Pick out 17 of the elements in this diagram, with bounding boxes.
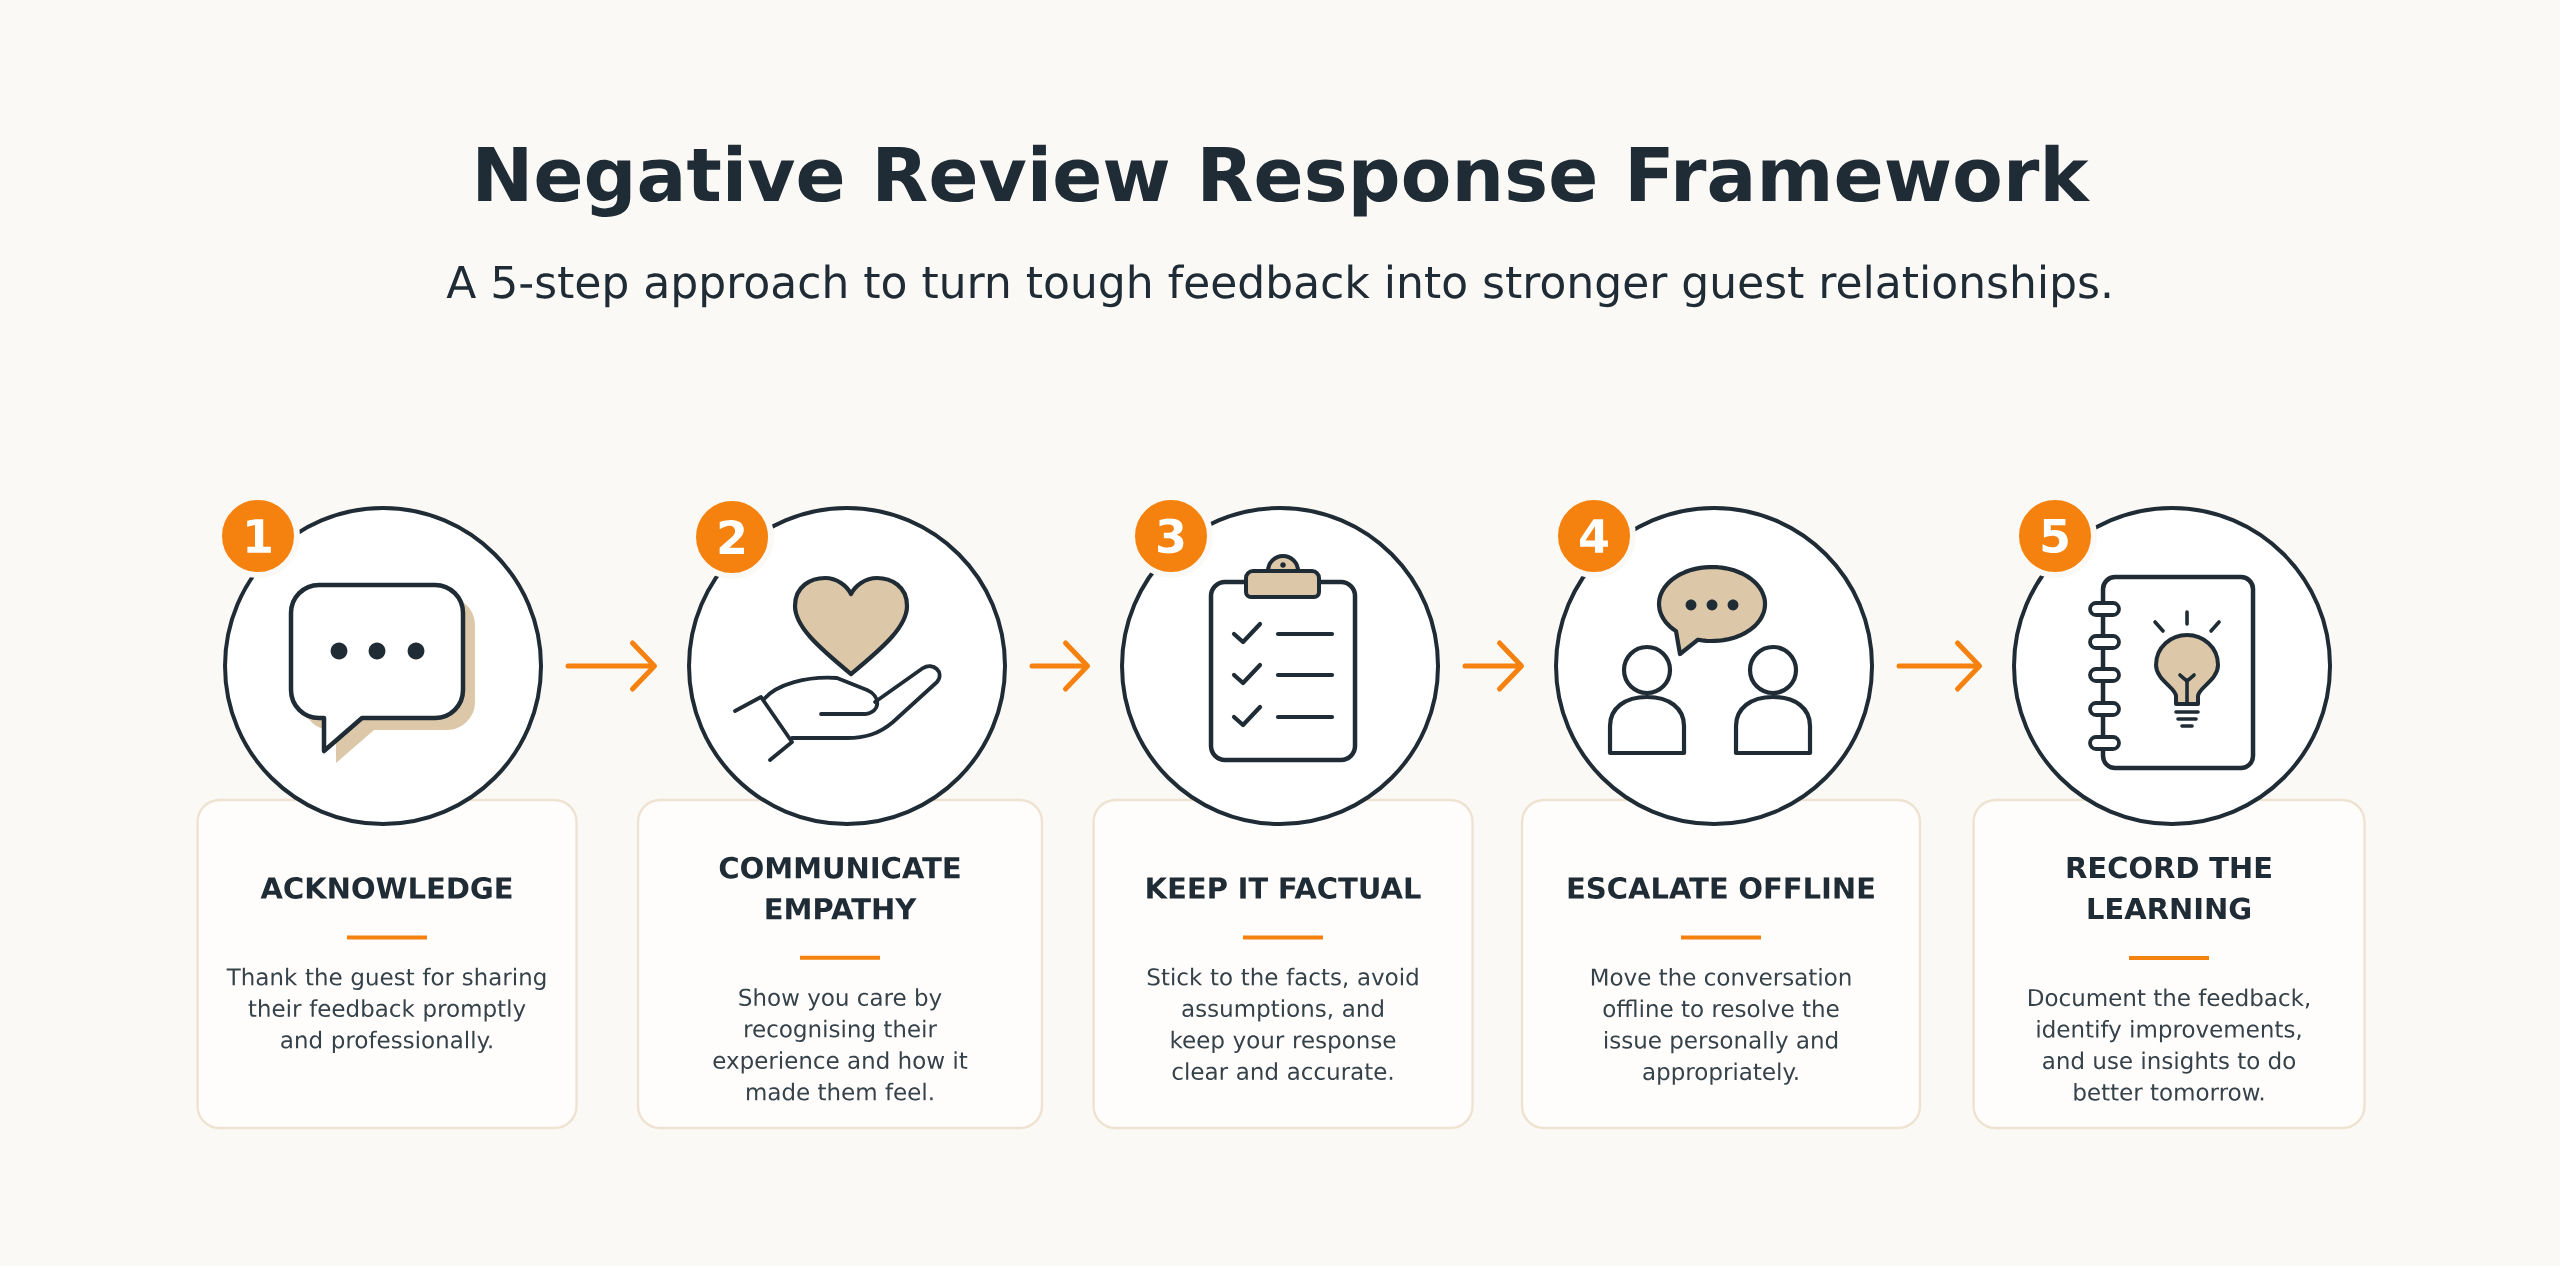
step-card [1972, 798, 2366, 1130]
step-card [196, 798, 578, 1130]
subtitle: A 5-step approach to turn tough feedback into stronger guest relationships. [446, 264, 2110, 308]
step-card [636, 798, 1044, 1130]
card-heading: ESCALATE OFFLINE [1568, 877, 1874, 899]
card-heading: ACKNOWLEDGE [260, 877, 512, 899]
card-heading: RECORD THE LEARNING [2067, 856, 2271, 920]
card-text: Thank the guest for sharing their feedback promptly and professionally. [226, 967, 546, 1053]
step-card [1092, 798, 1474, 1130]
card-text: Stick to the facts, avoid assumptions, and keep your response clear and accurate. [1147, 967, 1418, 1081]
step-card [1520, 798, 1922, 1130]
card-heading: COMMUNICATE EMPATHY [719, 856, 960, 920]
card-text: Show you care by recognising their experience and how it made them feel. [713, 988, 968, 1101]
card-text: Document the feedback, identify improvements, and use insights to do better tomorrow. [2029, 988, 2309, 1101]
title: Negative Review Response Framework [478, 144, 2090, 217]
card-heading: KEEP IT FACTUAL [1147, 877, 1421, 899]
card-text: Move the conversation offline to resolve the issue personally and appropriately. [1591, 967, 1851, 1085]
